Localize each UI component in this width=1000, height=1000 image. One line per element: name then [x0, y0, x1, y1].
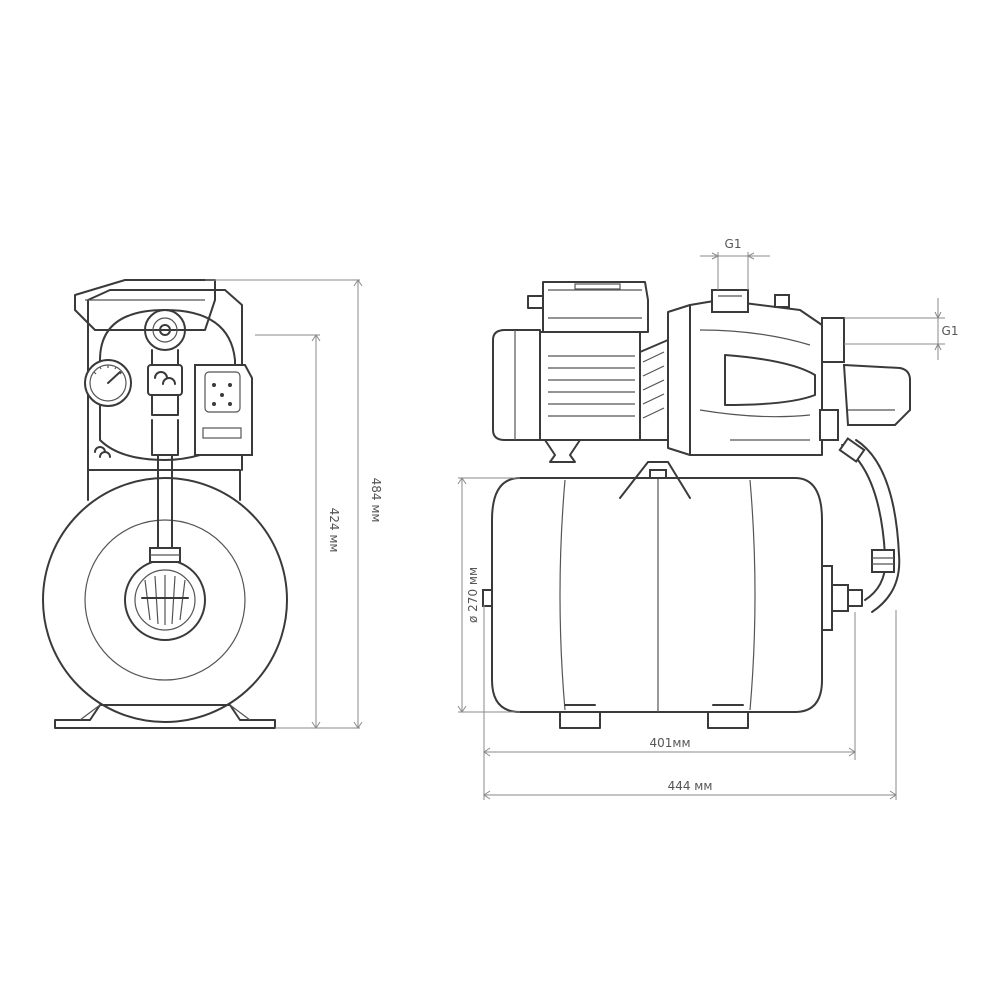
dimension-outlet-thread: G1 — [725, 237, 742, 251]
front-base — [54, 704, 276, 729]
dimension-overall-height: 484 мм — [369, 478, 383, 523]
dimension-inlet-thread: G1 — [942, 324, 959, 338]
pressure-gauge-icon — [84, 359, 132, 407]
tank-side — [491, 477, 823, 713]
motor — [492, 281, 649, 463]
tank-front — [42, 477, 288, 723]
pump-head — [667, 289, 845, 456]
front-dimensions — [205, 279, 363, 729]
dimension-overall-length: 444 мм — [668, 779, 713, 793]
front-view — [42, 279, 288, 729]
pump-handle — [74, 279, 216, 331]
pressure-switch-side — [819, 363, 911, 441]
side-view — [482, 281, 911, 729]
pump-frame-front — [87, 469, 241, 501]
dimension-tank-diameter: ø 270 мм — [466, 567, 480, 623]
brand-logo-icon — [147, 364, 183, 396]
dimension-tank-length: 401мм — [649, 736, 690, 750]
tank-flange-ribs — [141, 575, 189, 625]
dimension-pump-axis-height: 424 мм — [327, 508, 341, 553]
pressure-switch-icon — [194, 364, 253, 456]
side-dimensions — [457, 252, 945, 800]
